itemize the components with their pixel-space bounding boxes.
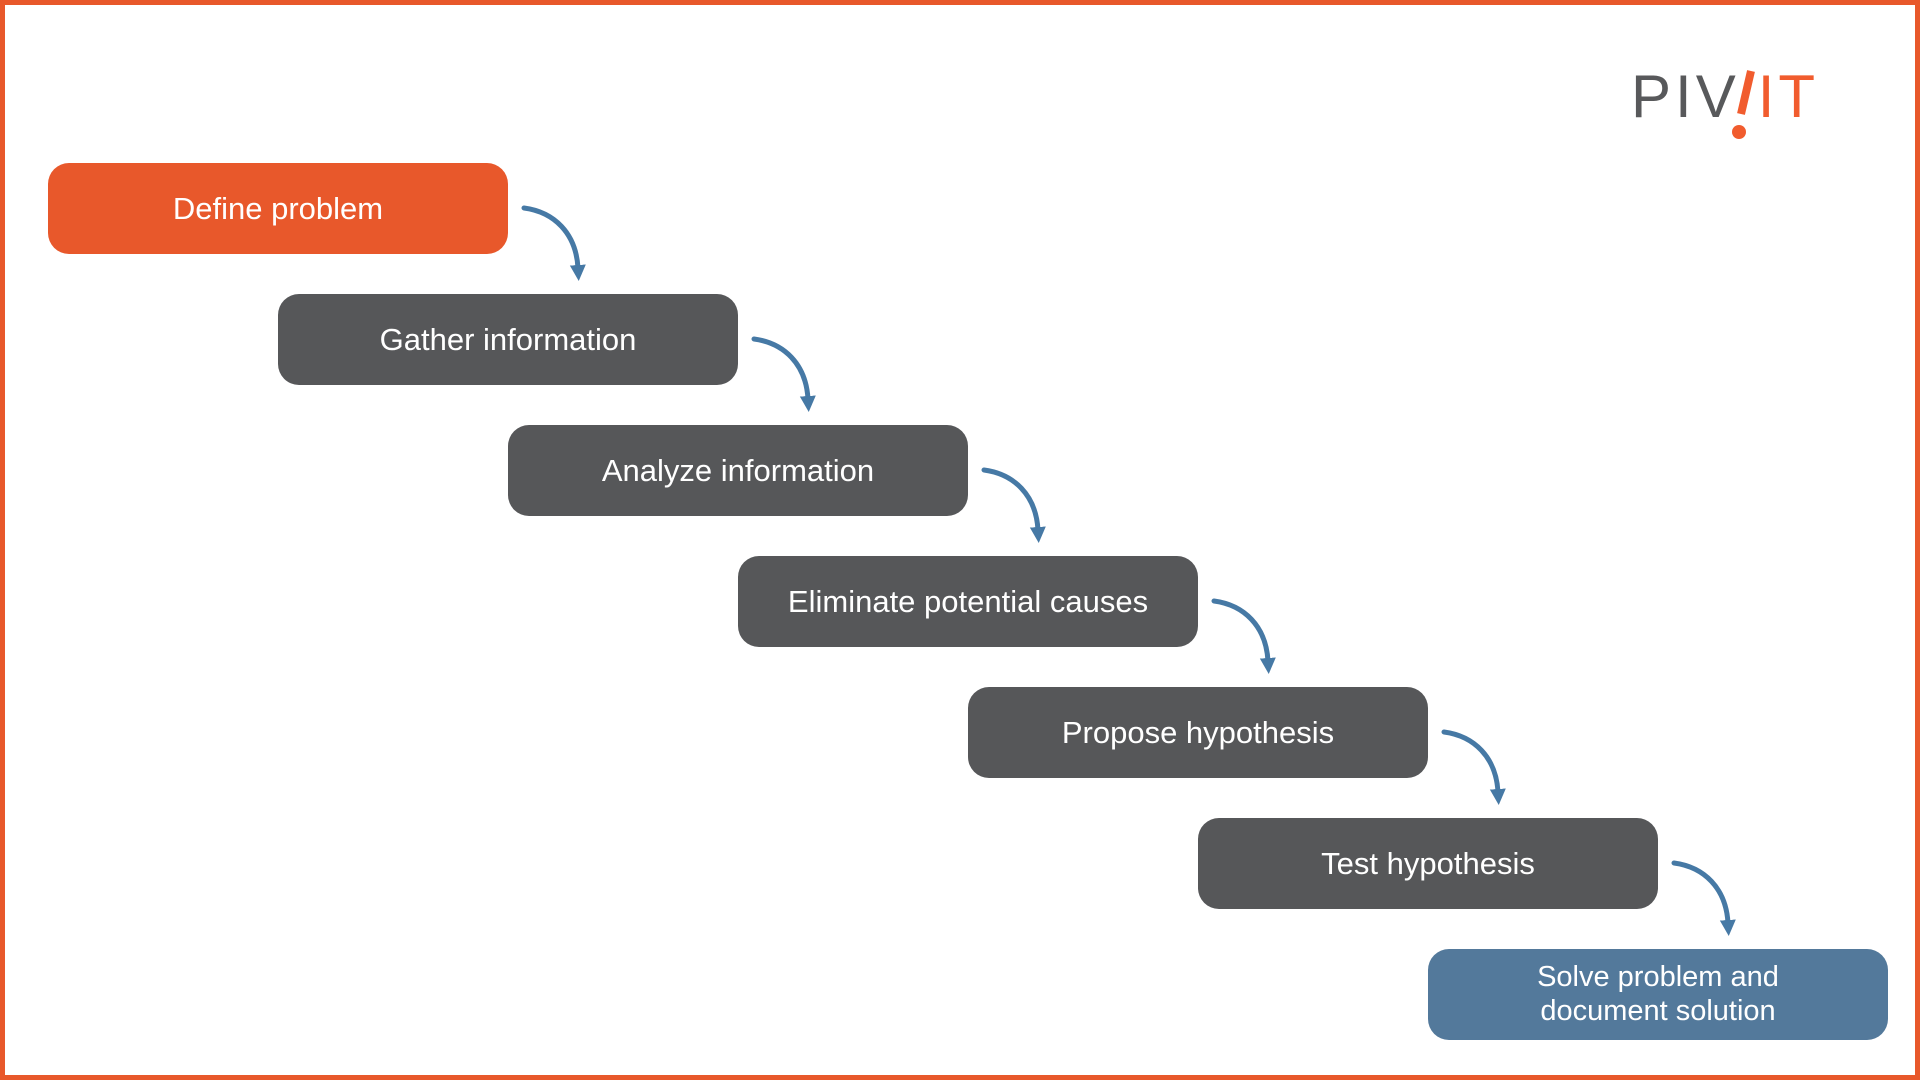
flow-arrow-1 — [521, 205, 586, 281]
step-label: Define problem — [172, 190, 384, 226]
flow-arrow-2 — [751, 336, 816, 412]
step-box-test-hypothesis: Test hypothesis — [1198, 818, 1658, 909]
logo-text-orange: IT — [1757, 63, 1820, 130]
pivit-logo: PIV IT — [1631, 67, 1819, 141]
step-label: Analyze information — [601, 452, 875, 488]
step-box-analyze-information: Analyze information — [508, 425, 968, 516]
flow-arrow-5 — [1441, 729, 1506, 805]
logo-text-gray: PIV — [1631, 63, 1740, 130]
step-label: Eliminate potential causes — [787, 583, 1149, 619]
step-label: Gather information — [379, 321, 637, 357]
flow-arrow-6 — [1671, 860, 1736, 936]
step-box-define-problem: Define problem — [48, 163, 508, 254]
flow-arrow-4 — [1211, 598, 1276, 674]
step-label: Propose hypothesis — [1061, 714, 1335, 750]
step-box-solve-problem: Solve problem and document solution — [1428, 949, 1888, 1040]
step-box-eliminate-potential-causes: Eliminate potential causes — [738, 556, 1198, 647]
step-box-gather-information: Gather information — [278, 294, 738, 385]
flow-arrow-3 — [981, 467, 1046, 543]
logo-exclamation-icon — [1731, 70, 1755, 139]
step-box-propose-hypothesis: Propose hypothesis — [968, 687, 1428, 778]
step-label: Solve problem and document solution — [1537, 961, 1779, 1027]
step-label: Test hypothesis — [1321, 845, 1535, 881]
